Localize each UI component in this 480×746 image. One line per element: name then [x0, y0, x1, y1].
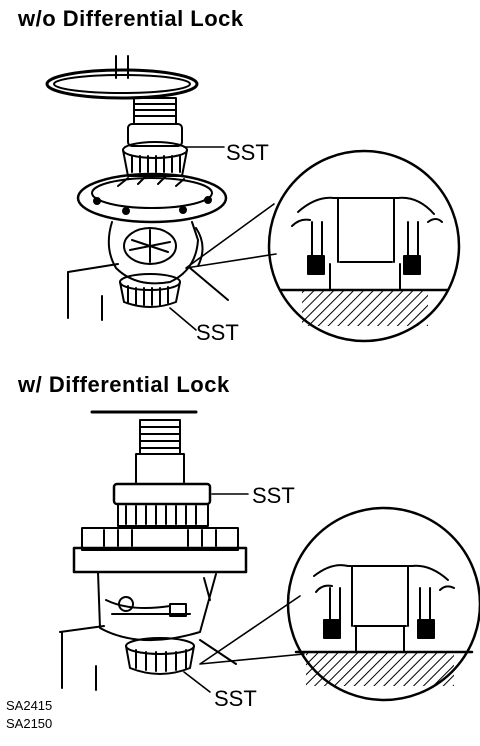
sst-label-bottom-upper: SST: [252, 483, 295, 508]
detail-view-top: [267, 149, 461, 343]
figure-code-1: SA2415: [6, 698, 53, 713]
figure-code-2: SA2150: [6, 716, 53, 731]
press-handle: [45, 68, 199, 100]
press-spindle-lower: [135, 419, 185, 485]
upper-sst-tool: [122, 123, 188, 177]
detail-view-bottom: [286, 506, 480, 702]
sst-label-bottom-lower: SST: [214, 686, 257, 711]
differential-lock-case: [97, 571, 217, 642]
ring-gear: [76, 172, 228, 224]
sst-label-top-lower: SST: [196, 320, 239, 345]
differential-case: [107, 221, 204, 285]
press-spindle: [133, 97, 177, 125]
heading-without-lock: w/o Differential Lock: [18, 6, 244, 31]
upper-sst-tool-lower: [112, 482, 212, 506]
sst-label-top-upper: SST: [226, 140, 269, 165]
heading-with-lock: w/ Differential Lock: [18, 372, 230, 397]
press-bed: [67, 263, 229, 321]
bearing-stack: [72, 503, 248, 574]
lower-sst-tool-lower: [125, 637, 195, 675]
bottom-figure: [59, 410, 480, 702]
top-figure: [45, 55, 461, 343]
lower-sst-tool: [119, 273, 181, 308]
